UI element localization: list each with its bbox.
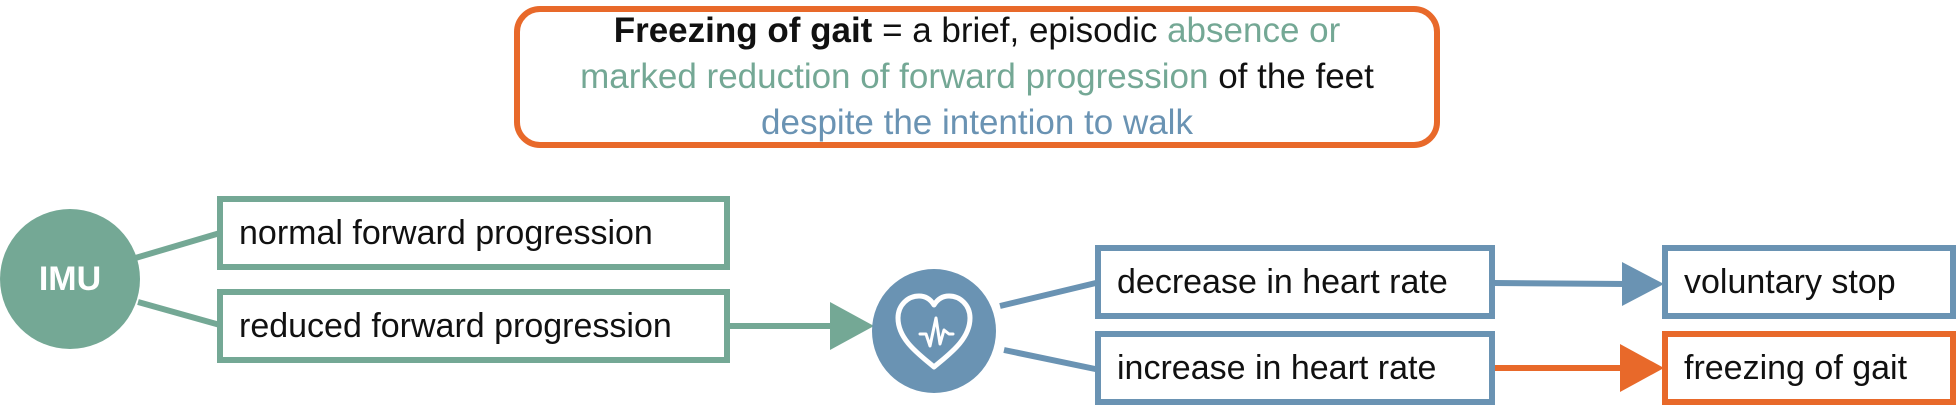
definition-line-2: marked reduction of forward progression … xyxy=(580,54,1374,100)
definition-equals: = a brief, episodic xyxy=(872,11,1168,50)
normal-progression-box: normal forward progression xyxy=(217,196,730,270)
definition-absence: absence or xyxy=(1167,11,1341,50)
connector-heart-decrease xyxy=(999,279,1101,309)
voluntary-stop-box: voluntary stop xyxy=(1662,245,1956,319)
connector-heart-increase xyxy=(1003,347,1101,373)
heart-rate-icon xyxy=(895,293,973,370)
connector-imu-reduced xyxy=(137,299,221,328)
increase-heart-rate-box: increase in heart rate xyxy=(1095,331,1495,405)
definition-intention: despite the intention to walk xyxy=(761,103,1193,142)
definition-box: Freezing of gait = a brief, episodic abs… xyxy=(514,6,1440,148)
connector-imu-normal xyxy=(131,230,221,262)
definition-term: Freezing of gait xyxy=(613,11,873,50)
definition-line-1: Freezing of gait = a brief, episodic abs… xyxy=(614,8,1341,54)
freezing-of-gait-box: freezing of gait xyxy=(1662,331,1956,405)
imu-label: IMU xyxy=(38,259,102,298)
reduced-progression-box: reduced forward progression xyxy=(217,289,730,363)
decrease-heart-rate-box: decrease in heart rate xyxy=(1095,245,1495,319)
arrowhead-reduced-heart xyxy=(830,302,874,350)
arrowhead-decrease-voluntary xyxy=(1622,262,1664,306)
definition-feet: of the feet xyxy=(1208,57,1374,96)
arrowhead-increase-freezing xyxy=(1620,344,1664,392)
connector-decrease-voluntary xyxy=(1493,280,1627,287)
imu-node xyxy=(0,209,140,349)
definition-reduction: marked reduction of forward progression xyxy=(580,57,1209,96)
